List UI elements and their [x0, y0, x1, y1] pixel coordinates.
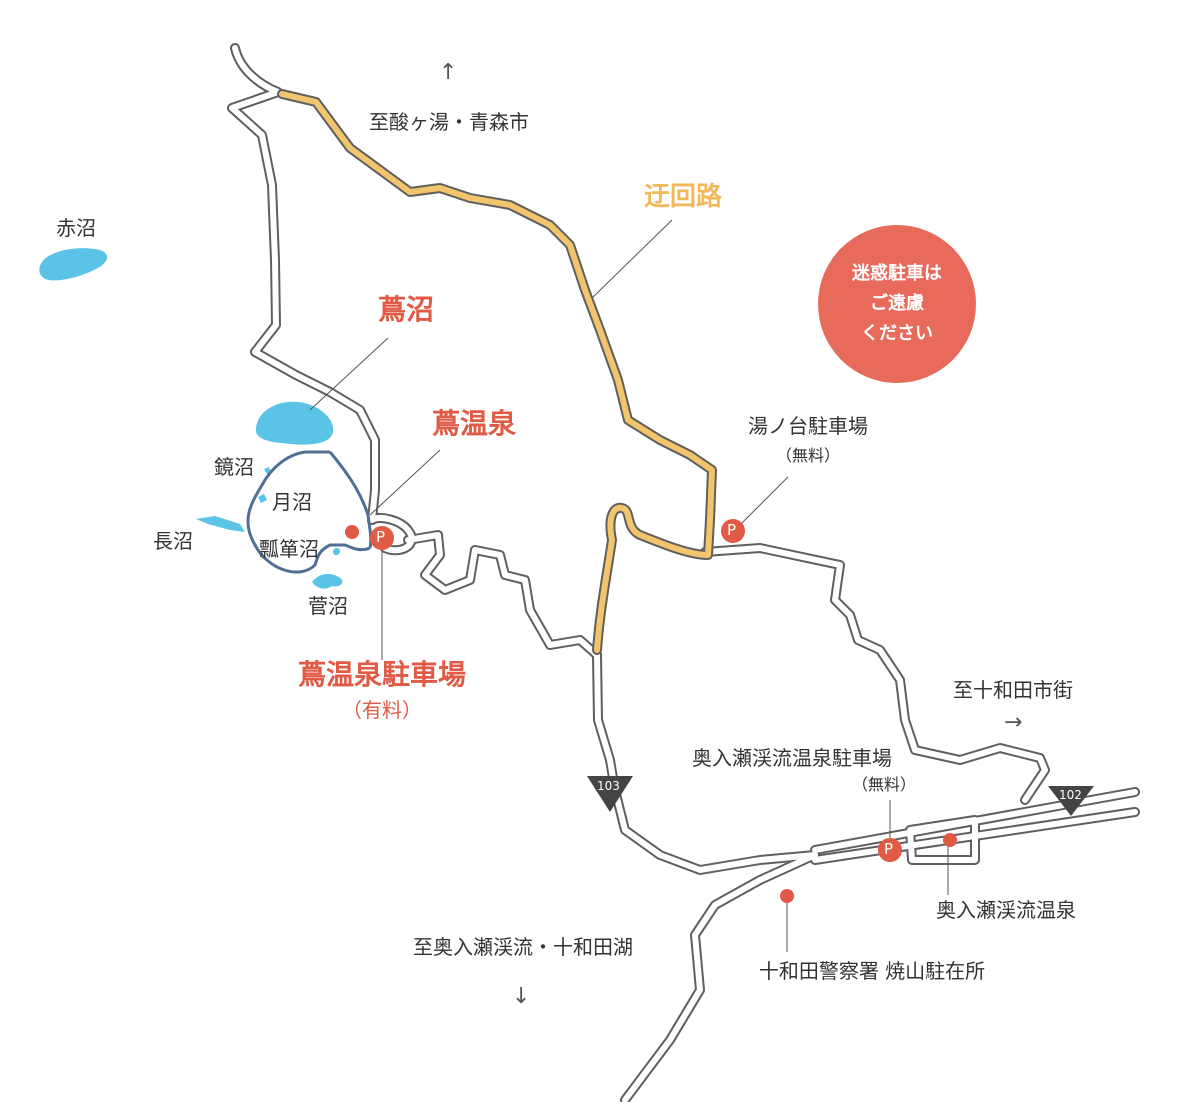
east-direction-label: 至十和田市街: [953, 678, 1073, 702]
poi-dots: [345, 525, 957, 903]
tsuta-onsen-label: 蔦温泉: [431, 407, 517, 440]
tsuta-parking-fee: （有料）: [342, 698, 422, 722]
parking-icon: P: [884, 840, 894, 858]
leader-lines: [309, 219, 949, 952]
poi-police-box: [780, 889, 794, 903]
detour-label: 迂回路: [643, 182, 723, 212]
suganuma-label: 菅沼: [308, 594, 348, 618]
south-direction-label: 至奥入瀬渓流・十和田湖: [413, 935, 633, 959]
oirase-parking-fee: （無料）: [851, 775, 917, 794]
kagaminuma-label: 鏡沼: [214, 455, 254, 479]
lake-suganuma: [312, 573, 343, 589]
north-direction-label: 至酸ヶ湯・青森市: [369, 110, 529, 134]
detour-route: [277, 89, 717, 655]
lakes: [39, 248, 343, 589]
parking-icon: P: [376, 528, 386, 546]
parking-icons: [370, 519, 902, 862]
lake-naganuma: [196, 516, 245, 532]
arrow-up-icon: ↑: [439, 60, 458, 85]
naganuma-label: 長沼: [153, 529, 193, 553]
police-box-label: 十和田警察署 焼山駐在所: [758, 959, 986, 983]
akanuma-label: 赤沼: [56, 216, 96, 240]
tsuta-parking-label: 蔦温泉駐車場: [297, 658, 467, 691]
notice-line-1: 迷惑駐車は: [852, 263, 942, 284]
tsutanuma-label: 蔦沼: [377, 293, 435, 326]
lake-tsutanuma: [255, 401, 334, 445]
no-parking-notice: 迷惑駐車は ご遠慮 ください: [818, 225, 976, 383]
tsukinuma-label: 月沼: [272, 490, 312, 514]
lake-hyotannuma: [333, 547, 341, 556]
parking-tsuta: [370, 526, 394, 550]
poi-tsuta-onsen: [345, 525, 359, 539]
route-shield-103: [587, 776, 633, 812]
route-103-label: 103: [597, 779, 620, 793]
route-102-label: 102: [1059, 788, 1082, 802]
notice-line-3: ください: [861, 323, 933, 344]
parking-icon: P: [727, 521, 737, 539]
lake-akanuma: [39, 248, 108, 281]
route-shield-102: [1048, 786, 1094, 816]
oirase-onsen-label: 奥入瀬渓流温泉: [936, 898, 1076, 922]
oirase-parking-label: 奥入瀬渓流温泉駐車場: [692, 746, 892, 770]
parking-yunodai: [721, 519, 745, 543]
poi-oirase-onsen: [943, 833, 957, 847]
yunodai-parking-fee: （無料）: [775, 446, 841, 465]
lake-tsukinuma: [258, 494, 267, 503]
yunodai-parking-label: 湯ノ台駐車場: [748, 414, 868, 438]
arrow-right-icon: →: [1004, 710, 1023, 735]
notice-line-2: ご遠慮: [870, 293, 924, 314]
hyotannuma-label: 瓢箪沼: [259, 537, 319, 561]
roads: [227, 43, 1140, 1102]
parking-oirase: [878, 838, 902, 862]
arrow-down-icon: ↓: [512, 984, 531, 1009]
